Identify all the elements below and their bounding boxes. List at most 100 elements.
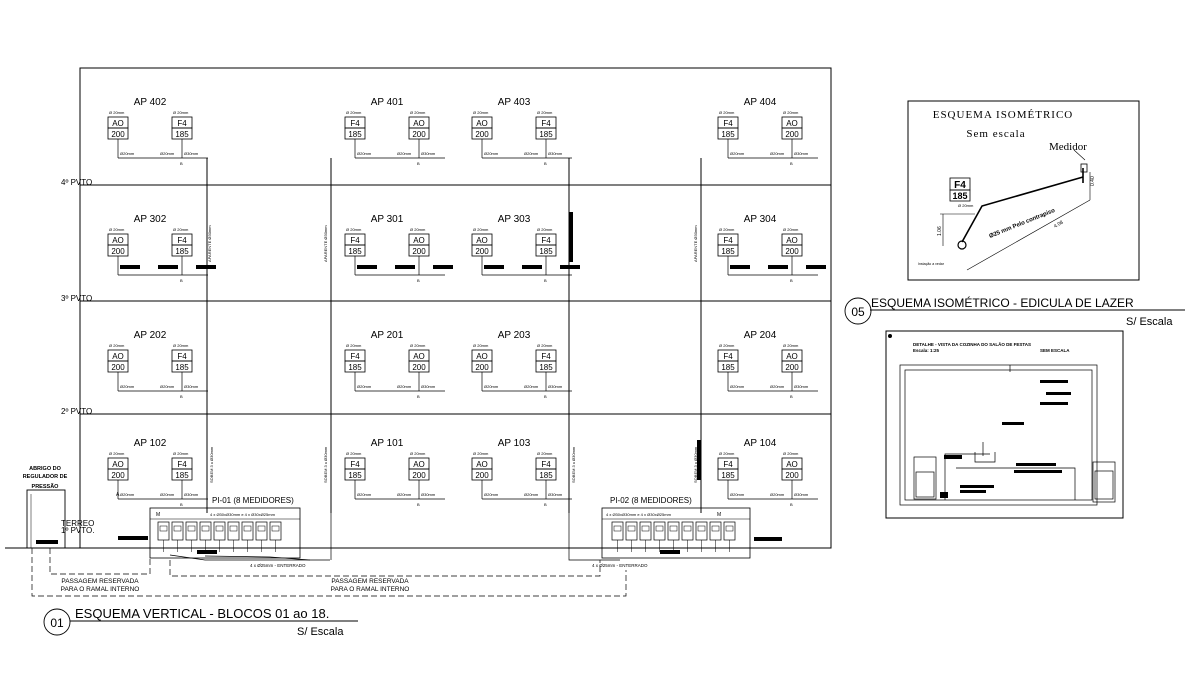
iso-heading: ESQUEMA ISOMÉTRICO — [933, 109, 1074, 121]
fixture-pipe-size: Ø 20mm — [410, 451, 426, 456]
regulator-line-1: ABRIGO DO — [29, 466, 62, 472]
gas-meter-dial — [229, 525, 238, 532]
unit-label: AP 101 — [371, 438, 404, 449]
wall-block — [560, 265, 580, 269]
device-tag-right: F4 — [177, 119, 187, 128]
pipe-size-c: Ø30mm — [794, 384, 809, 389]
fixture-pipe-size: Ø 20mm — [473, 343, 489, 348]
fixture-pipe-size: Ø 20mm — [537, 451, 553, 456]
gas-meter-dial — [257, 525, 266, 532]
pipe-size-c: Ø30mm — [184, 384, 199, 389]
unit-label: AP 404 — [744, 97, 777, 108]
fixture-pipe-size: Ø 20mm — [173, 227, 189, 232]
fixture-pipe-size: Ø 20mm — [719, 227, 735, 232]
gas-meter-dial — [215, 525, 224, 532]
pi01-label: PI-01 (8 MEDIDORES) — [212, 496, 294, 505]
pipe-size-b: Ø20mm — [160, 384, 175, 389]
tee-mark: B — [180, 394, 183, 399]
pipe-size-a: Ø20mm — [484, 151, 499, 156]
fixture-pipe-size: Ø 20mm — [346, 343, 362, 348]
passage-line-1b: PASSAGEM RESERVADA — [331, 578, 409, 585]
device-tag-right: AO — [786, 352, 798, 361]
wall-block — [522, 265, 542, 269]
pipe-size-b: Ø20mm — [160, 151, 175, 156]
unit-label: AP 103 — [498, 438, 531, 449]
device-tag-left: AO — [112, 460, 124, 469]
tee-mark: B — [790, 502, 793, 507]
wall-block — [158, 265, 178, 269]
fixture-pipe-size: Ø 20mm — [410, 110, 426, 115]
pi01-buried: 4 x Ø25mm - ENTERRADO — [250, 563, 306, 568]
device-tag-left: F4 — [723, 352, 733, 361]
device-value-left: 185 — [721, 247, 735, 256]
passage-line-2b: PARA O RAMAL INTERNO — [331, 586, 410, 593]
pipe-size-b: Ø20mm — [524, 384, 539, 389]
pipe-size-b: Ø20mm — [397, 151, 412, 156]
tee-mark: B — [180, 502, 183, 507]
pipe-size-c: Ø30mm — [548, 492, 563, 497]
device-value-left: 200 — [111, 130, 125, 139]
riser-labels: APARENTE Ø30mm APARENTE Ø30mm APARENTE Ø… — [207, 225, 698, 483]
buried-lines — [169, 513, 620, 561]
detail-note: SEM ESCALA — [1040, 348, 1070, 353]
pipe-size-a: Ø20mm — [120, 384, 135, 389]
iso-valve-note: Instação a vedar — [918, 262, 945, 266]
fixture-pipe-size: Ø 20mm — [783, 227, 799, 232]
floor-label-4: 4º PVTO — [61, 178, 92, 187]
device-value-left: 200 — [475, 363, 489, 372]
reserved-passage — [31, 548, 627, 597]
tee-mark: B — [790, 394, 793, 399]
device-value-right: 185 — [175, 363, 189, 372]
device-tag-right: AO — [786, 460, 798, 469]
tee-mark: B — [790, 161, 793, 166]
device-tag-left: AO — [476, 352, 488, 361]
riser-label-1: APARENTE Ø30mm — [207, 225, 212, 262]
floor-label-1: 1º PVTO. — [61, 526, 94, 535]
meter-box-pi02: PI-02 (8 MEDIDORES) 4 x Ø30xØ30mm e 4 x … — [592, 496, 782, 568]
gas-meter-dial — [711, 525, 720, 532]
tee-mark: B — [417, 394, 420, 399]
wall-block — [768, 265, 788, 269]
wall-block — [484, 265, 504, 269]
device-value-right: 200 — [785, 247, 799, 256]
device-value-left: 200 — [111, 471, 125, 480]
pipe-size-a: Ø20mm — [730, 151, 745, 156]
pipe-size-b: Ø20mm — [770, 492, 785, 497]
wall-bars — [569, 212, 701, 480]
pipe-size-a: Ø20mm — [357, 384, 372, 389]
tee-mark: B — [417, 502, 420, 507]
device-value-right: 185 — [539, 363, 553, 372]
gas-meter-dial — [173, 525, 182, 532]
fixture-pipe-size: Ø 20mm — [473, 451, 489, 456]
pipe-size-b: Ø20mm — [524, 492, 539, 497]
device-tag-right: F4 — [177, 460, 187, 469]
pi01-mark-a: A — [116, 492, 120, 498]
fixture-pipe-size: Ø 20mm — [346, 110, 362, 115]
gas-meter-dial — [697, 525, 706, 532]
detail-scale: Escala: 1:25 — [913, 348, 940, 353]
device-value-right: 200 — [785, 130, 799, 139]
gas-meter-dial — [243, 525, 252, 532]
wall-block — [357, 265, 377, 269]
device-value-right: 200 — [785, 471, 799, 480]
wall-block — [196, 265, 216, 269]
unit-label: AP 203 — [498, 330, 531, 341]
pipe-size-a: Ø20mm — [120, 151, 135, 156]
iso-meter: Medidor — [1049, 141, 1087, 153]
device-tag-left: F4 — [723, 236, 733, 245]
device-tag-right: AO — [413, 460, 425, 469]
unit-label: AP 204 — [744, 330, 777, 341]
fixture-pipe-size: Ø 20mm — [173, 110, 189, 115]
fixture-pipe-size: Ø 20mm — [537, 227, 553, 232]
pi02-mark: M — [717, 512, 721, 518]
fixture-pipe-size: Ø 20mm — [783, 110, 799, 115]
gas-meter-dial — [201, 525, 210, 532]
device-value-left: 185 — [721, 363, 735, 372]
riser-label-7: SOBEM 3 x Ø30mm — [693, 446, 698, 483]
wall-block — [120, 265, 140, 269]
